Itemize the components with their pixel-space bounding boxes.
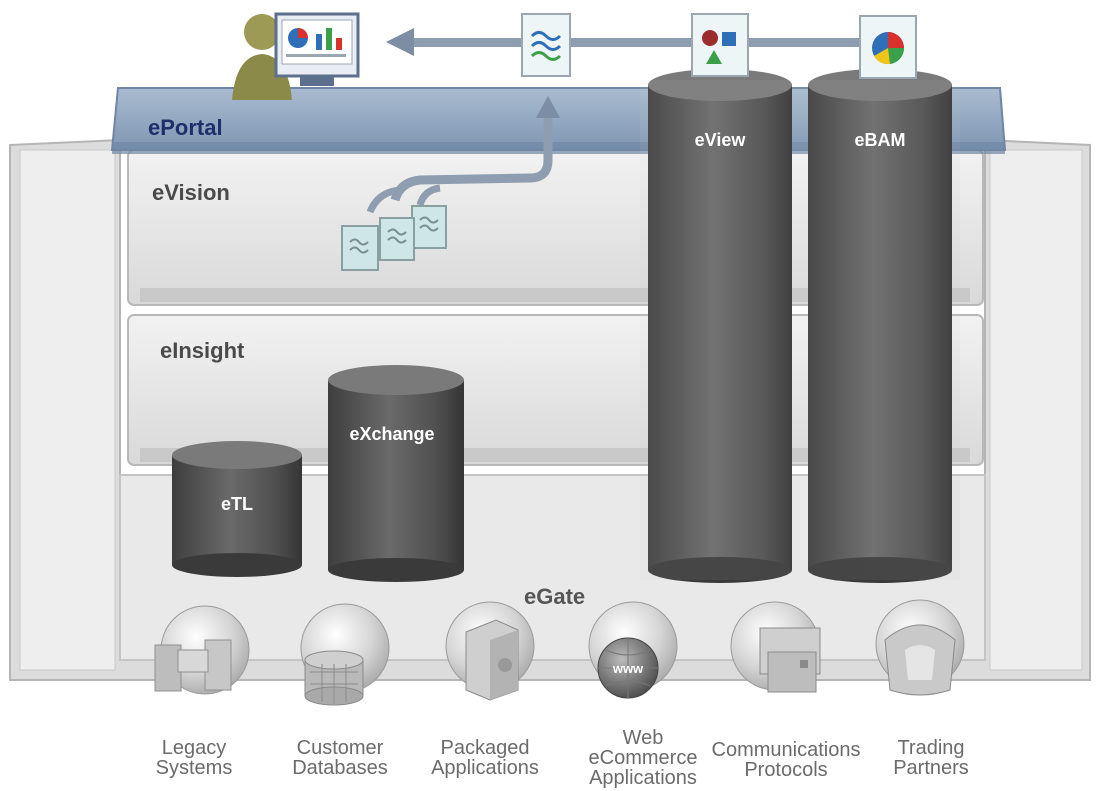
exchange-cylinder (328, 365, 464, 582)
communications-protocols-icon (730, 601, 821, 693)
etl-cylinder (172, 441, 302, 577)
source-caption-trading: Trading Partners (856, 738, 1006, 778)
caption-line: Trading (897, 737, 965, 759)
caption-line: Systems (155, 757, 233, 779)
caption-line: Databases (292, 757, 388, 779)
flow-arrow-top (386, 28, 888, 56)
caption-line: Applications (589, 767, 697, 789)
caption-line: Packaged (440, 737, 530, 759)
trading-partners-icon (875, 599, 965, 696)
ebam-label: eBAM (854, 130, 905, 150)
caption-line: eCommerce (588, 747, 698, 769)
evision-label: eVision (152, 180, 230, 205)
exchange-label: eXchange (349, 424, 434, 444)
eportal-label: ePortal (148, 115, 223, 140)
source-caption-legacy: Legacy Systems (119, 738, 269, 778)
caption-line: Protocols (744, 759, 828, 781)
caption-line: Communications (711, 739, 861, 761)
monitor-chart-icon (274, 12, 360, 86)
wave-document-icon (521, 13, 571, 77)
source-caption-web: Web eCommerce Applications (568, 728, 718, 788)
caption-line: Legacy (161, 737, 227, 759)
source-caption-customer: Customer Databases (265, 738, 415, 778)
eview-label: eView (695, 130, 747, 150)
source-caption-packaged: Packaged Applications (410, 738, 560, 778)
legacy-systems-icon (154, 605, 250, 695)
web-ecommerce-icon: www (588, 601, 678, 699)
caption-line: Applications (431, 757, 539, 779)
etl-label: eTL (221, 494, 253, 514)
customer-databases-icon (300, 603, 390, 706)
packaged-applications-icon (445, 601, 535, 701)
egate-label: eGate (524, 584, 585, 609)
caption-line: Web (622, 727, 664, 749)
einsight-label: eInsight (160, 338, 245, 363)
www-text: www (612, 661, 644, 676)
shapes-document-icon (691, 13, 749, 77)
flow-arrow-curve (366, 96, 560, 214)
caption-line: Partners (893, 757, 969, 779)
caption-line: Customer (296, 737, 384, 759)
wave-documents-stack (341, 205, 447, 271)
source-caption-communications: Communications Protocols (702, 740, 870, 780)
pie-chart-document-icon (859, 15, 917, 79)
